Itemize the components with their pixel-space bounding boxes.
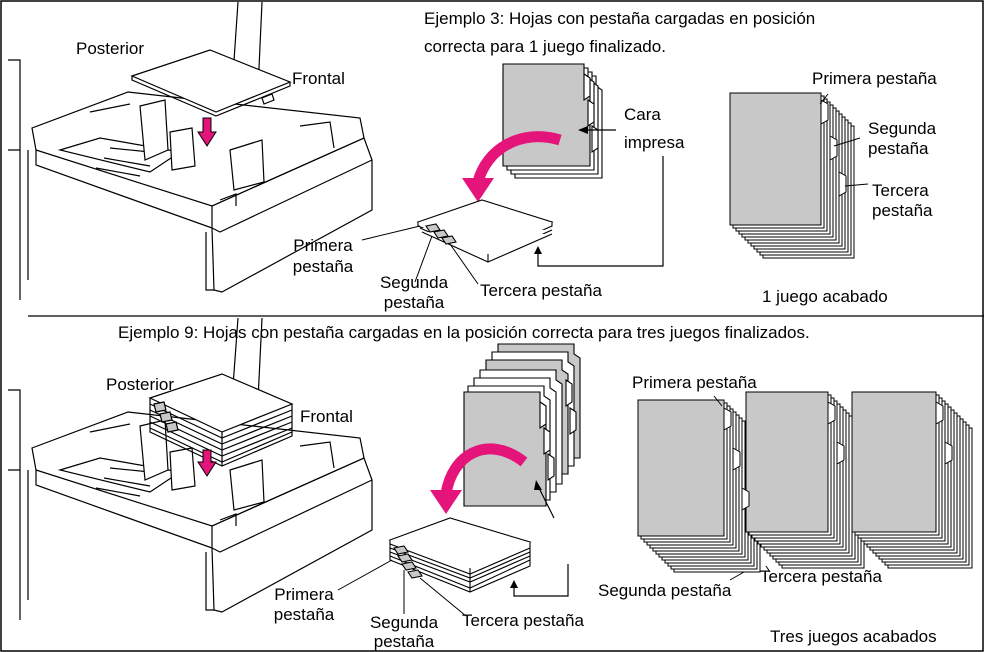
label-posterior-1: Posterior <box>76 39 145 58</box>
label-right-tercera-1b: pestaña <box>872 201 933 220</box>
flat-tab-sheets-1 <box>416 199 554 263</box>
return-arrowhead-2 <box>510 580 518 588</box>
label-segunda-2b: pestaña <box>373 632 435 651</box>
load-down-arrow-1 <box>197 117 217 147</box>
load-down-arrow-2 <box>197 449 217 477</box>
finished-sets-3 <box>637 391 973 573</box>
label-right-tercera-2: Tercera pestaña <box>760 567 882 586</box>
label-result-2: Tres juegos acabados <box>770 627 937 646</box>
pointer-head-2 <box>534 480 542 490</box>
label-frontal-2: Frontal <box>300 407 353 426</box>
return-line-1 <box>537 156 664 267</box>
printed-side-pointer-2 <box>537 485 555 519</box>
label-segunda-1b: pestaña <box>383 293 445 312</box>
label-right-primera-1: Primera pestaña <box>812 69 937 88</box>
label-right-tercera-1a: Tercera <box>872 181 929 200</box>
tab-sheets-stack-2 <box>463 343 581 507</box>
label-impresa: impresa <box>624 133 685 152</box>
flat-tab-sheets-2 <box>388 517 532 593</box>
paper-tray-illustration-1 <box>8 1 373 300</box>
flip-curved-arrow-1 <box>472 131 562 184</box>
leader-lines-right-1 <box>819 93 869 187</box>
label-cara: Cara <box>624 105 661 124</box>
label-primera-1a: Primera <box>293 236 353 255</box>
label-tercera-1: Tercera pestaña <box>480 281 602 300</box>
paper-tray-illustration-2 <box>8 317 373 620</box>
label-right-segunda-2: Segunda pestaña <box>598 581 732 600</box>
label-primera-2b: pestaña <box>273 605 335 624</box>
leader-lines-right-2 <box>713 395 771 581</box>
label-posterior-2: Posterior <box>106 375 175 394</box>
return-arrowhead-1 <box>534 246 542 254</box>
label-primera-1b: pestaña <box>292 257 354 276</box>
label-right-primera-2: Primera pestaña <box>632 373 757 392</box>
label-tercera-2: Tercera pestaña <box>462 611 584 630</box>
leader-lines-1 <box>361 225 479 285</box>
label-right-segunda-1a: Segunda <box>868 119 937 138</box>
flip-arrowhead-1 <box>462 178 494 202</box>
return-line-2 <box>513 564 569 597</box>
finished-set-1 <box>729 92 855 259</box>
label-segunda-2a: Segunda <box>369 613 439 632</box>
label-primera-2a: Primera <box>274 585 334 604</box>
tab-sheets-stack-1 <box>502 63 603 179</box>
panel2-heading: Ejemplo 9: Hojas con pestaña cargadas en… <box>118 323 810 342</box>
label-frontal-1: Frontal <box>292 69 345 88</box>
pointer-head-1 <box>578 126 588 134</box>
label-segunda-1a: Segunda <box>379 273 449 292</box>
panel1-heading-line1: Ejemplo 3: Hojas con pestaña cargadas en… <box>424 9 816 28</box>
flip-curved-arrow-2 <box>440 443 528 496</box>
label-right-segunda-1b: pestaña <box>868 139 929 158</box>
flip-arrowhead-2 <box>430 490 462 514</box>
panel1-heading-line2: correcta para 1 juego finalizado. <box>424 37 666 56</box>
label-result-1: 1 juego acabado <box>762 287 888 306</box>
leader-lines-2 <box>337 559 467 617</box>
